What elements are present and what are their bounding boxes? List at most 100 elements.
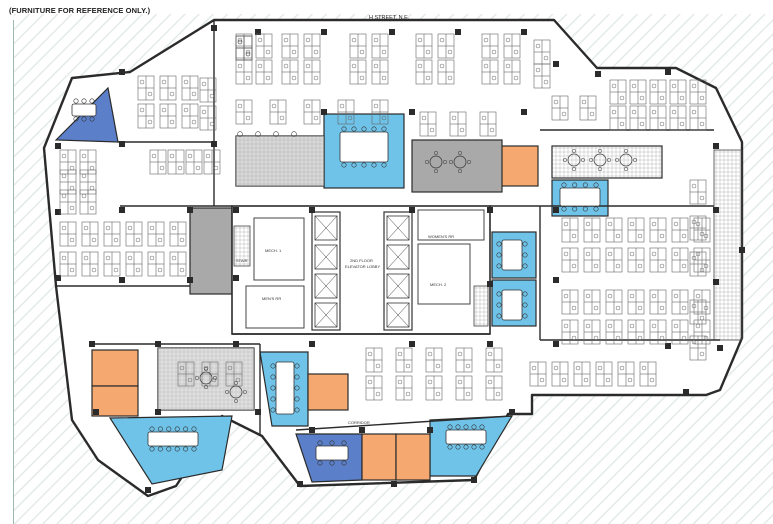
column [233,207,239,213]
column [487,281,493,287]
column [187,277,193,283]
column [713,143,719,149]
column [713,207,719,213]
column [455,29,461,35]
round-table [224,380,248,404]
elevator-car [314,215,338,241]
conference-table [270,361,300,415]
label-womens-rr: WOMEN'S RR [428,234,454,239]
storage-gray-tint [236,136,324,186]
conference-table [147,426,199,452]
round-table [424,150,448,174]
storage-gray-west [189,207,233,295]
building-core [231,205,491,335]
column [155,341,161,347]
column [683,389,689,395]
column [553,277,559,283]
column [309,341,315,347]
mens-restroom [245,285,305,329]
round-table [562,148,586,172]
office-orange-s2 [361,433,397,481]
label-stair: STAIR [236,258,248,263]
conference-table [559,182,601,212]
column [309,207,315,213]
mech-2-room [417,243,471,305]
conference-table [496,289,528,321]
column [145,487,151,493]
label-elevator-lobby-1: 2ND FLOOR [350,258,373,263]
column [55,275,61,281]
round-table [194,366,218,390]
conference-table [339,126,389,168]
elevator-bank-east [383,211,413,331]
office-orange-w1 [91,349,139,387]
column [409,341,415,347]
exterior-terrace [713,149,743,341]
column [389,29,395,35]
column [509,409,515,415]
structural-columns [55,25,745,493]
elevator-car [314,273,338,299]
round-table [588,148,612,172]
elevator-car [386,302,410,328]
office-orange-s3 [395,433,431,481]
column [409,207,415,213]
office-orange-w2 [91,385,139,417]
column [391,481,397,487]
column [487,207,493,213]
furniture-note: (FURNITURE FOR REFERENCE ONLY.) [9,6,151,15]
column [155,409,161,415]
workstations [59,33,711,466]
column [255,29,261,35]
column [187,207,193,213]
stair-east [473,285,489,327]
column [211,25,217,31]
column [359,427,365,433]
column [93,409,99,415]
column [521,109,527,115]
elevator-car [386,273,410,299]
elevator-bank-west [311,211,341,331]
pantry-gray [411,139,503,193]
column [471,477,477,483]
copy-room-gray [551,145,663,179]
column [553,61,559,67]
womens-restroom [417,209,485,241]
column [521,29,527,35]
column [255,409,261,415]
column [717,345,723,351]
column [553,341,559,347]
column [713,279,719,285]
street-label: H STREET, N.E. [369,15,410,21]
work-room-gray-tint [158,348,254,410]
column [309,427,315,433]
office-orange-s1 [307,373,349,411]
column [211,141,217,147]
elevator-car [386,215,410,241]
label-mech-2: MECH. 2 [430,282,447,287]
stair-west [233,225,251,267]
core-outline [231,205,491,335]
conference-table [496,239,528,271]
conference-table [71,98,97,122]
column [665,343,671,349]
elevator-car [386,244,410,270]
column [119,207,125,213]
column [233,275,239,281]
label-corridor: CORRIDOR [348,420,370,425]
column [55,209,61,215]
column [119,69,125,75]
column [233,341,239,347]
round-table [448,150,472,174]
column [487,341,493,347]
column [55,143,61,149]
column [665,69,671,75]
label-mech-1: MECH. 1 [265,248,282,253]
elevator-car [314,302,338,328]
column [297,481,303,487]
conference-table [315,440,349,466]
office-orange-ne [499,145,539,187]
label-elevator-lobby-2: ELEVATOR LOBBY [345,264,380,269]
